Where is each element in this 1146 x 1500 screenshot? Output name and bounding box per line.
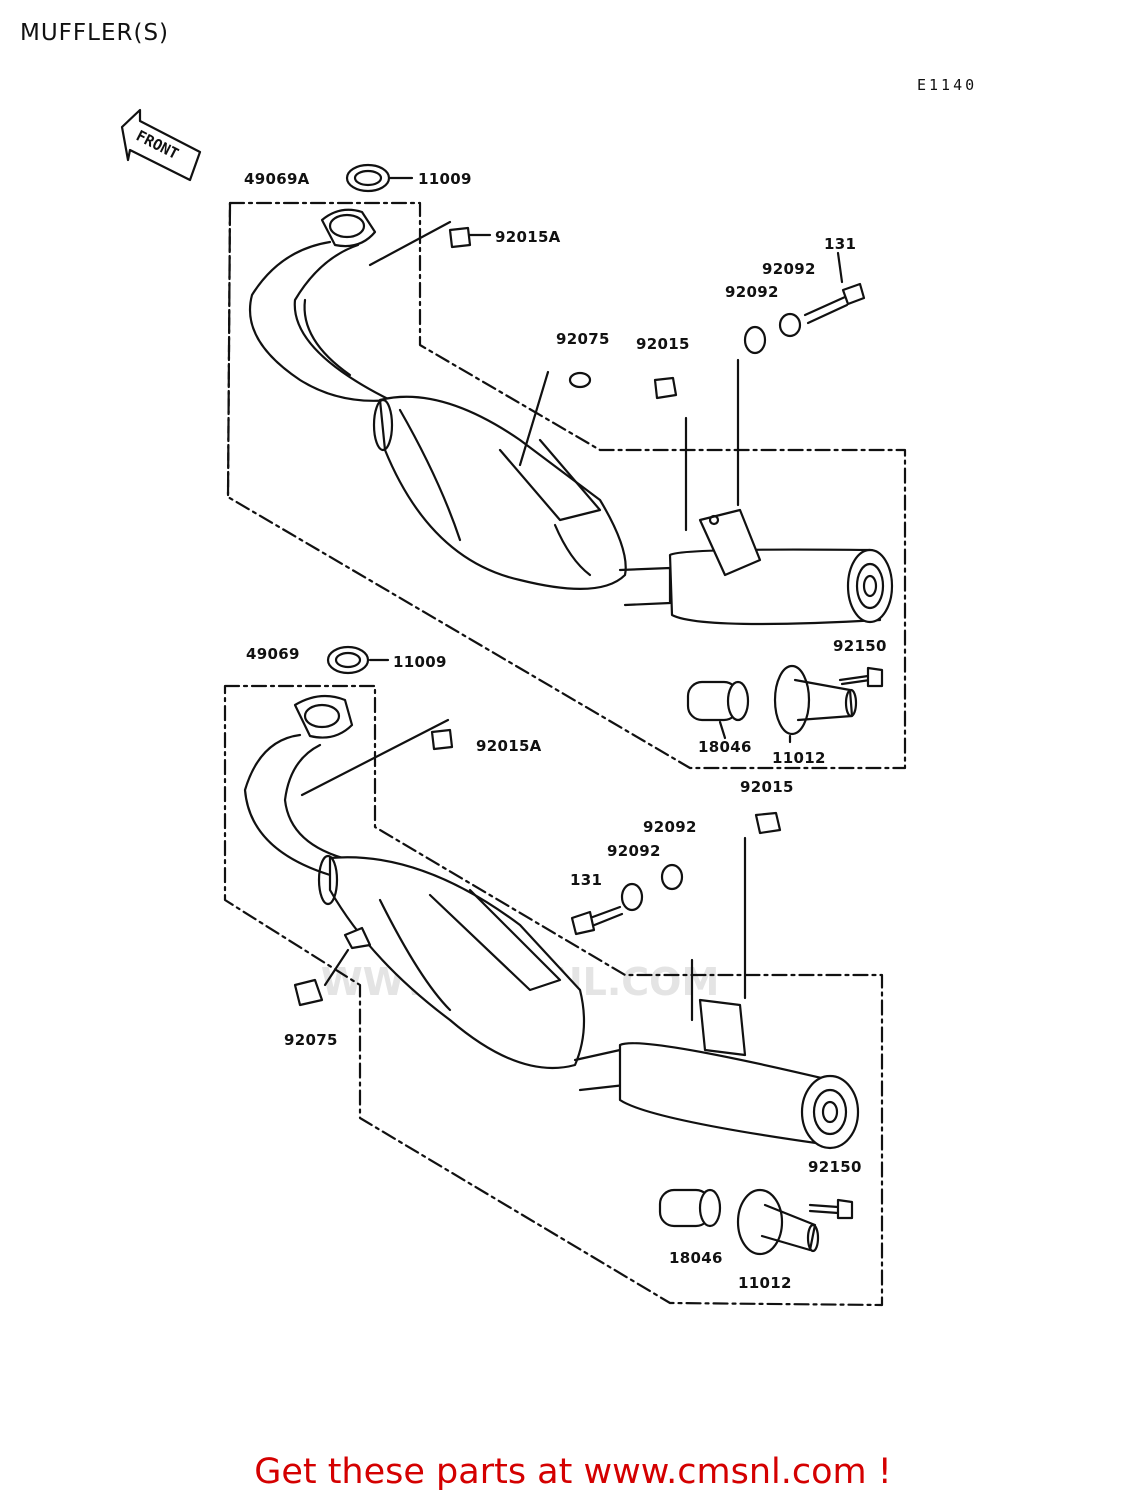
part-label-lower-92150: 92150	[808, 1158, 862, 1176]
part-label-lower-18046: 18046	[669, 1249, 723, 1267]
part-label-lower-92092-b: 92092	[607, 842, 661, 860]
part-label-upper-92015a: 92015A	[495, 228, 561, 246]
page-title: MUFFLER(S)	[20, 20, 170, 46]
part-label-lower-92092-a: 92092	[643, 818, 697, 836]
part-label-lower-49069: 49069	[246, 645, 300, 663]
diagram-code: E1140	[917, 76, 978, 94]
part-label-upper-92092-b: 92092	[725, 283, 779, 301]
part-label-upper-92092-a: 92092	[762, 260, 816, 278]
part-label-lower-11009: 11009	[393, 653, 447, 671]
part-label-upper-92150: 92150	[833, 637, 887, 655]
part-label-upper-11012: 11012	[772, 749, 826, 767]
part-label-lower-92075: 92075	[284, 1031, 338, 1049]
part-label-lower-92015a: 92015A	[476, 737, 542, 755]
part-label-lower-131: 131	[570, 871, 603, 889]
part-label-upper-92075: 92075	[556, 330, 610, 348]
front-arrow-icon: FRONT	[120, 108, 202, 182]
part-label-upper-11009: 11009	[418, 170, 472, 188]
part-label-upper-131: 131	[824, 235, 857, 253]
part-label-lower-11012: 11012	[738, 1274, 792, 1292]
part-label-upper-49069a: 49069A	[244, 170, 310, 188]
part-label-upper-18046: 18046	[698, 738, 752, 756]
footer-link[interactable]: Get these parts at www.cmsnl.com !	[254, 1452, 892, 1492]
part-label-upper-92015: 92015	[636, 335, 690, 353]
part-label-lower-92015: 92015	[740, 778, 794, 796]
